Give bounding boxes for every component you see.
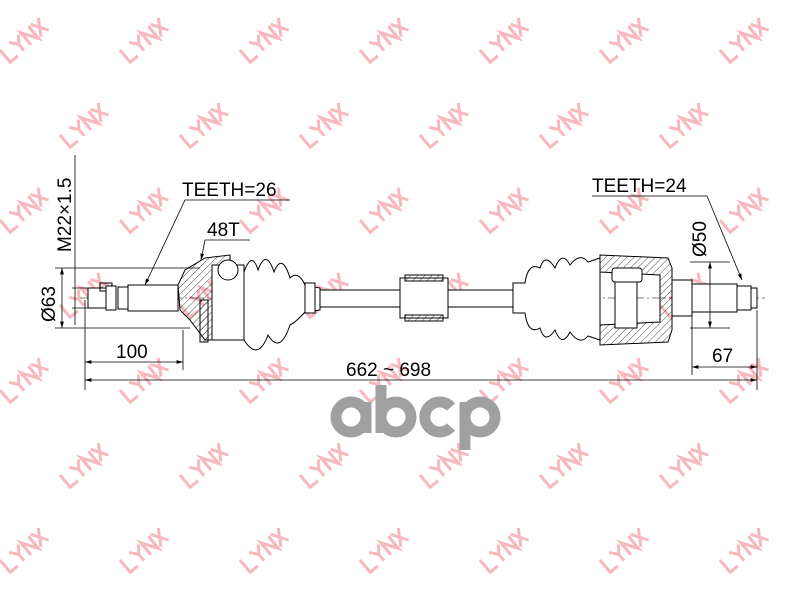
- lynx-watermark: [238, 187, 290, 235]
- lynx-watermark: [358, 17, 410, 65]
- lynx-watermark: [658, 442, 710, 490]
- lynx-watermark: [118, 17, 170, 65]
- inner-boot: [512, 257, 601, 341]
- lynx-watermark: [298, 102, 350, 150]
- lynx-watermark: [598, 527, 650, 575]
- inner-stub-length-label: 67: [712, 346, 733, 367]
- teeth-outer-label: TEETH=26: [182, 180, 277, 201]
- thread-label: M22×1.5: [55, 178, 76, 252]
- lynx-watermark: [238, 357, 290, 405]
- lynx-watermark: [118, 357, 170, 405]
- lynx-watermark: [118, 527, 170, 575]
- lynx-watermark: [538, 442, 590, 490]
- lynx-watermark: [598, 187, 650, 235]
- lynx-watermark: [358, 187, 410, 235]
- lynx-watermark: [658, 102, 710, 150]
- outer-stub-length-label: 100: [116, 342, 148, 363]
- lynx-watermark: [718, 187, 770, 235]
- lynx-watermark: [238, 17, 290, 65]
- shaft-assembly: [80, 254, 765, 351]
- lynx-watermark: [478, 527, 530, 575]
- lynx-watermark: [118, 187, 170, 235]
- lynx-watermark: [58, 102, 110, 150]
- lynx-watermark: [178, 442, 230, 490]
- lynx-watermark: [478, 17, 530, 65]
- outer-stub-spline: [127, 284, 179, 312]
- lynx-watermark: [418, 442, 470, 490]
- lynx-watermark: [0, 187, 50, 235]
- lynx-watermark: [598, 357, 650, 405]
- abs-ring: [199, 299, 209, 343]
- lynx-watermark: [478, 187, 530, 235]
- lynx-watermark: [58, 442, 110, 490]
- lynx-watermark: [0, 527, 50, 575]
- teeth-inner-label: TEETH=24: [592, 176, 687, 197]
- lynx-watermark: [238, 527, 290, 575]
- dimensions: [55, 155, 758, 390]
- outer-boot: [243, 259, 321, 351]
- lynx-watermark: [418, 102, 470, 150]
- lynx-watermark: [0, 17, 50, 65]
- lynx-watermark: [178, 102, 230, 150]
- damper: [399, 277, 449, 319]
- diameter-inner-label: Ø50: [690, 221, 711, 257]
- lynx-watermark: [718, 357, 770, 405]
- lynx-watermark: [718, 17, 770, 65]
- lynx-watermark: [0, 357, 50, 405]
- diameter-outer-label: Ø63: [39, 286, 60, 322]
- lynx-watermark: [298, 442, 350, 490]
- lynx-watermark: [538, 102, 590, 150]
- abcp-logo: [330, 385, 501, 450]
- shaft: [319, 289, 401, 308]
- lynx-watermark: [718, 527, 770, 575]
- total-length-label: 662 ~ 698: [346, 360, 431, 381]
- lynx-watermark: [358, 527, 410, 575]
- lynx-watermark: [598, 17, 650, 65]
- inner-stub: [671, 279, 693, 317]
- abs-ring-label: 48T: [207, 220, 240, 241]
